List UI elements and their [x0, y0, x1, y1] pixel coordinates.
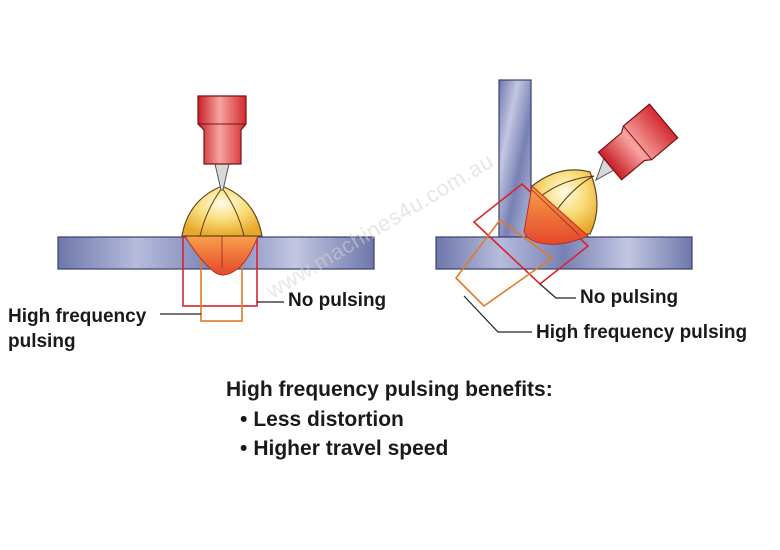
left-no-pulsing-label: No pulsing [288, 290, 387, 311]
right-weld-diagram [435, 79, 693, 308]
left-high-freq-label-line2: pulsing [8, 331, 76, 352]
benefits-list: Less distortion Higher travel speed [240, 405, 448, 463]
right-no-pulsing-leader [539, 283, 576, 299]
right-weld-pool [523, 185, 589, 245]
right-high-freq-zone [454, 218, 554, 308]
right-high-freq-leader [463, 295, 532, 333]
left-torch [197, 95, 247, 165]
right-torch [597, 103, 679, 181]
benefit-item: Higher travel speed [240, 434, 448, 463]
left-high-freq-label-line1: High frequency [8, 306, 147, 327]
left-electrode [214, 163, 230, 191]
right-no-pulsing-label: No pulsing [580, 287, 679, 308]
right-high-freq-label: High frequency pulsing [536, 322, 748, 343]
benefits-title: High frequency pulsing benefits: [226, 378, 553, 401]
right-vertical-plate [498, 79, 532, 238]
left-arc [181, 185, 263, 237]
benefit-item: Less distortion [240, 405, 448, 434]
left-weld-pool [184, 235, 259, 276]
left-weld-diagram [57, 95, 375, 322]
